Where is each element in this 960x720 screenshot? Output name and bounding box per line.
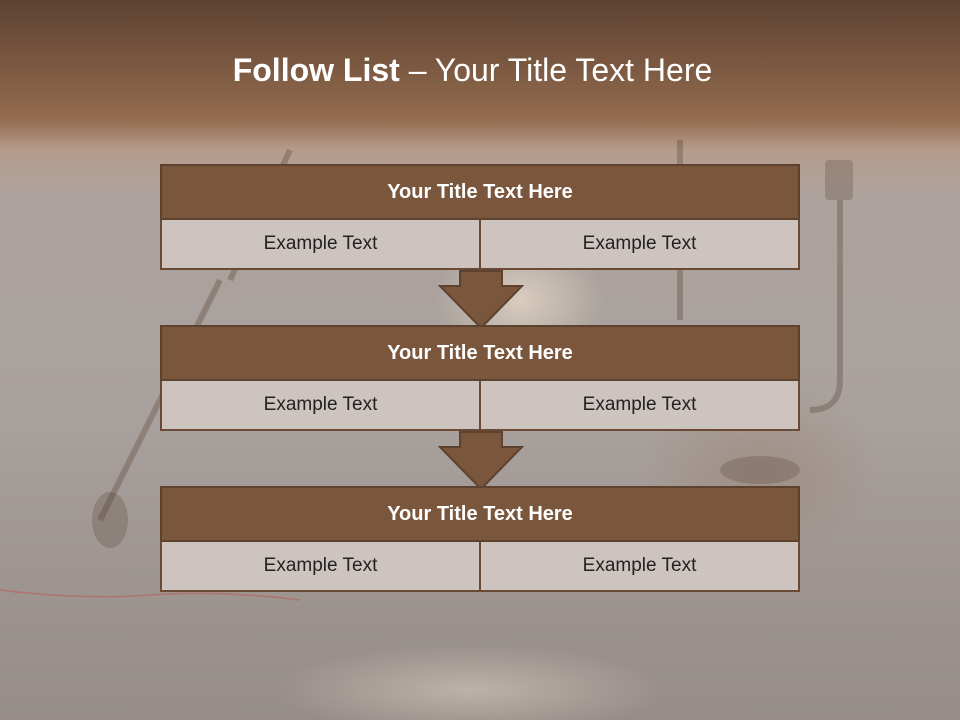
block-left-text: Example Text: [160, 542, 481, 592]
block-right-text: Example Text: [481, 381, 800, 431]
block-title: Your Title Text Here: [160, 486, 800, 542]
slide-title-bold: Follow List: [232, 52, 400, 88]
block-left-text: Example Text: [160, 381, 481, 431]
down-arrow-icon: [438, 431, 524, 491]
list-block-1: Your Title Text Here Example Text Exampl…: [160, 164, 800, 270]
list-block-2: Your Title Text Here Example Text Exampl…: [160, 325, 800, 431]
block-row: Example Text Example Text: [160, 220, 800, 270]
block-right-text: Example Text: [481, 542, 800, 592]
block-title: Your Title Text Here: [160, 325, 800, 381]
slide-title: Follow List – Your Title Text Here: [0, 52, 945, 89]
block-left-text: Example Text: [160, 220, 481, 270]
block-title: Your Title Text Here: [160, 164, 800, 220]
slide-title-rest: – Your Title Text Here: [408, 52, 713, 88]
block-row: Example Text Example Text: [160, 381, 800, 431]
list-block-3: Your Title Text Here Example Text Exampl…: [160, 486, 800, 592]
block-row: Example Text Example Text: [160, 542, 800, 592]
down-arrow-icon: [438, 270, 524, 330]
block-right-text: Example Text: [481, 220, 800, 270]
